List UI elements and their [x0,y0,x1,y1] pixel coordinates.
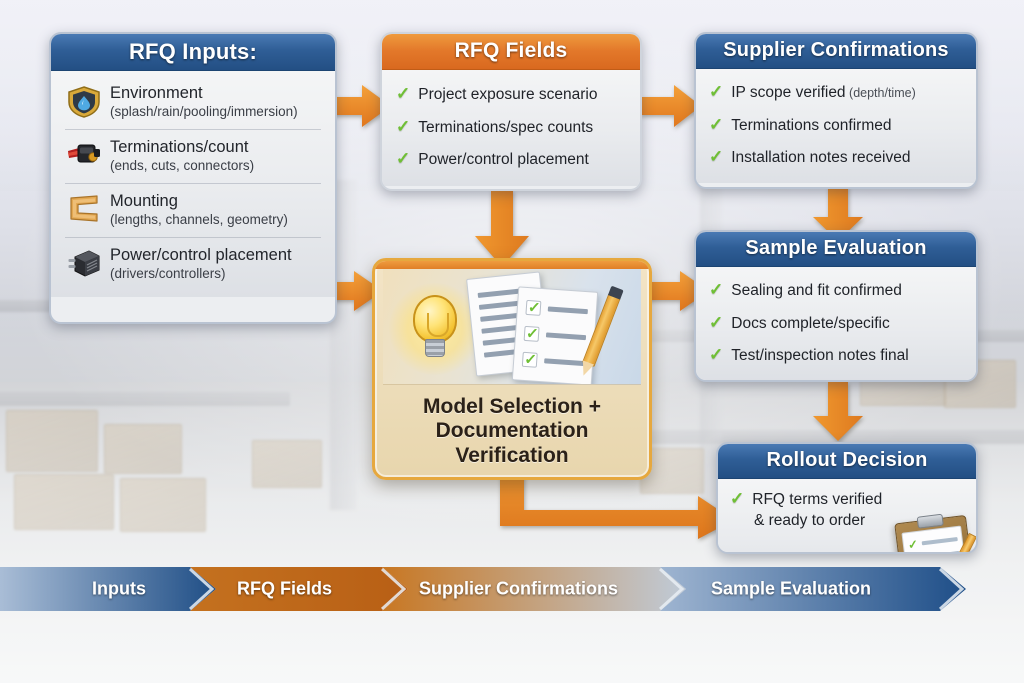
check-icon: ✓ [730,489,745,508]
clipboard-line [923,550,960,552]
check-icon: ✓ [709,147,724,167]
hero-title: Model Selection + Documentation Verifica… [423,395,601,467]
input-item-sub: (ends, cuts, connectors) [110,158,255,174]
sample-item[interactable]: ✓ Docs complete/specific [709,308,963,341]
check-icon: ✓ [709,345,724,365]
supplier-item-label: IP scope verified (depth/time) [731,84,916,101]
input-item-title: Power/control placement [110,245,292,264]
rfq-fields-title: RFQ Fields [382,34,640,71]
input-item-title: Mounting [110,191,178,210]
rfq-field-item[interactable]: ✓ Project exposure scenario [396,79,626,112]
arrow-hero-to-rollout-elbow [500,448,734,539]
sample-item-label: Sealing and fit confirmed [731,282,902,299]
input-item-sub: (drivers/controllers) [110,265,226,281]
arrow-inputs-to-rfq-fields [322,85,391,127]
rfq-field-item[interactable]: ✓ Terminations/spec counts [396,112,626,145]
sample-item[interactable]: ✓ Test/inspection notes final [709,340,963,373]
rfq-field-label: Power/control placement [418,151,589,169]
arrow-sample-to-rollout [813,382,863,441]
sample-evaluation-title: Sample Evaluation [696,232,976,267]
supplier-item[interactable]: ✓ Terminations confirmed [709,110,963,143]
rollout-item[interactable]: ✓ RFQ terms verified [730,486,964,510]
supplier-item[interactable]: ✓ IP scope verified (depth/time) [709,77,963,110]
hero-accent-band [375,261,649,269]
background-crate [6,410,98,472]
chevron-step-2 [190,567,408,611]
mounting-channel-icon [67,194,101,224]
lightbulb-icon [413,295,457,343]
input-item-power-control[interactable]: Power/control placement (drivers/control… [65,236,321,291]
input-item-sub: (lengths, channels, geometry) [110,211,288,227]
driver-box-icon [67,248,101,278]
background-crate [120,478,206,532]
chevron-label-inputs[interactable]: Inputs [92,578,146,599]
arrow-inputs-to-hero [314,271,383,311]
supplier-item-label: Installation notes received [731,149,911,167]
rfq-field-label: Terminations/spec counts [418,118,594,136]
rollout-item-label: RFQ terms verified [752,491,883,508]
background-crate [104,424,182,474]
input-item-sub: (splash/rain/pooling/immersion) [110,104,298,120]
rollout-item-continued: & ready to order [730,510,964,531]
clipboard-clip [916,513,944,529]
rollout-decision-title: Rollout Decision [718,444,976,479]
arrow-rfq-fields-to-supplier [640,85,701,127]
chevron-label-rfq-fields[interactable]: RFQ Fields [237,578,333,599]
check-icon: ✓ [396,116,411,136]
lightbulb-base [425,339,445,357]
hero-illustration [383,269,641,385]
arrow-supplier-to-sample [813,186,863,241]
arrow-hero-to-sample [644,271,709,311]
input-item-terminations[interactable]: Terminations/count (ends, cuts, connecto… [65,129,321,183]
rollout-decision-panel: Rollout Decision ✓ RFQ terms verified & … [716,442,978,554]
supplier-confirmations-title: Supplier Confirmations [696,34,976,69]
supplier-confirmations-panel: Supplier Confirmations ✓ IP scope verifi… [694,32,978,189]
rfq-field-label: Project exposure scenario [418,86,598,104]
check-icon: ✓ [909,551,921,552]
check-icon: ✓ [709,114,724,134]
rfq-inputs-title: RFQ Inputs: [51,34,335,72]
clipboard-sheet: ✓ ✓ ✓ [901,525,968,553]
supplier-item-label: Terminations confirmed [731,116,892,134]
sample-item-label: Test/inspection notes final [731,347,909,365]
arrow-rfq-fields-to-hero [475,190,529,267]
rfq-fields-panel: RFQ Fields ✓ Project exposure scenario ✓… [380,32,642,191]
check-icon: ✓ [396,84,411,104]
input-item-environment[interactable]: Environment (splash/rain/pooling/immersi… [65,76,321,129]
chevron-label-supplier[interactable]: Supplier Confirmations [419,578,619,599]
model-selection-hero-card[interactable]: Model Selection + Documentation Verifica… [372,258,652,480]
process-chevron-bar: Inputs RFQ Fields Supplier Confirmations… [0,567,1024,611]
check-icon: ✓ [709,312,724,332]
background-crate [252,440,322,488]
rollout-item-label: & ready to order [754,511,866,529]
clipboard-line [921,537,958,546]
rfq-field-item[interactable]: ✓ Power/control placement [396,144,626,177]
check-icon: ✓ [709,82,724,101]
sample-item-label: Docs complete/specific [731,314,890,332]
background-shelf [0,392,290,406]
check-icon: ✓ [907,536,919,553]
chevron-label-sample[interactable]: Sample Evaluation [711,578,872,599]
chevron-step-3 [382,567,686,611]
check-icon: ✓ [396,149,411,169]
shield-water-drop-icon [67,86,101,118]
supplier-item[interactable]: ✓ Installation notes received [709,142,963,175]
rfq-inputs-panel: RFQ Inputs: Environment (splash/rain/poo… [49,32,337,324]
background-crate [14,474,114,530]
input-item-mounting[interactable]: Mounting (lengths, channels, geometry) [65,182,321,237]
sample-evaluation-panel: Sample Evaluation ✓ Sealing and fit conf… [694,230,978,382]
check-icon: ✓ [709,280,724,299]
sample-item[interactable]: ✓ Sealing and fit confirmed [709,275,963,308]
chevron-step-1 [0,567,216,611]
input-item-title: Terminations/count [110,138,249,157]
input-item-title: Environment [110,84,203,103]
chevron-step-4 [660,567,966,611]
cable-connector-icon [67,140,101,170]
